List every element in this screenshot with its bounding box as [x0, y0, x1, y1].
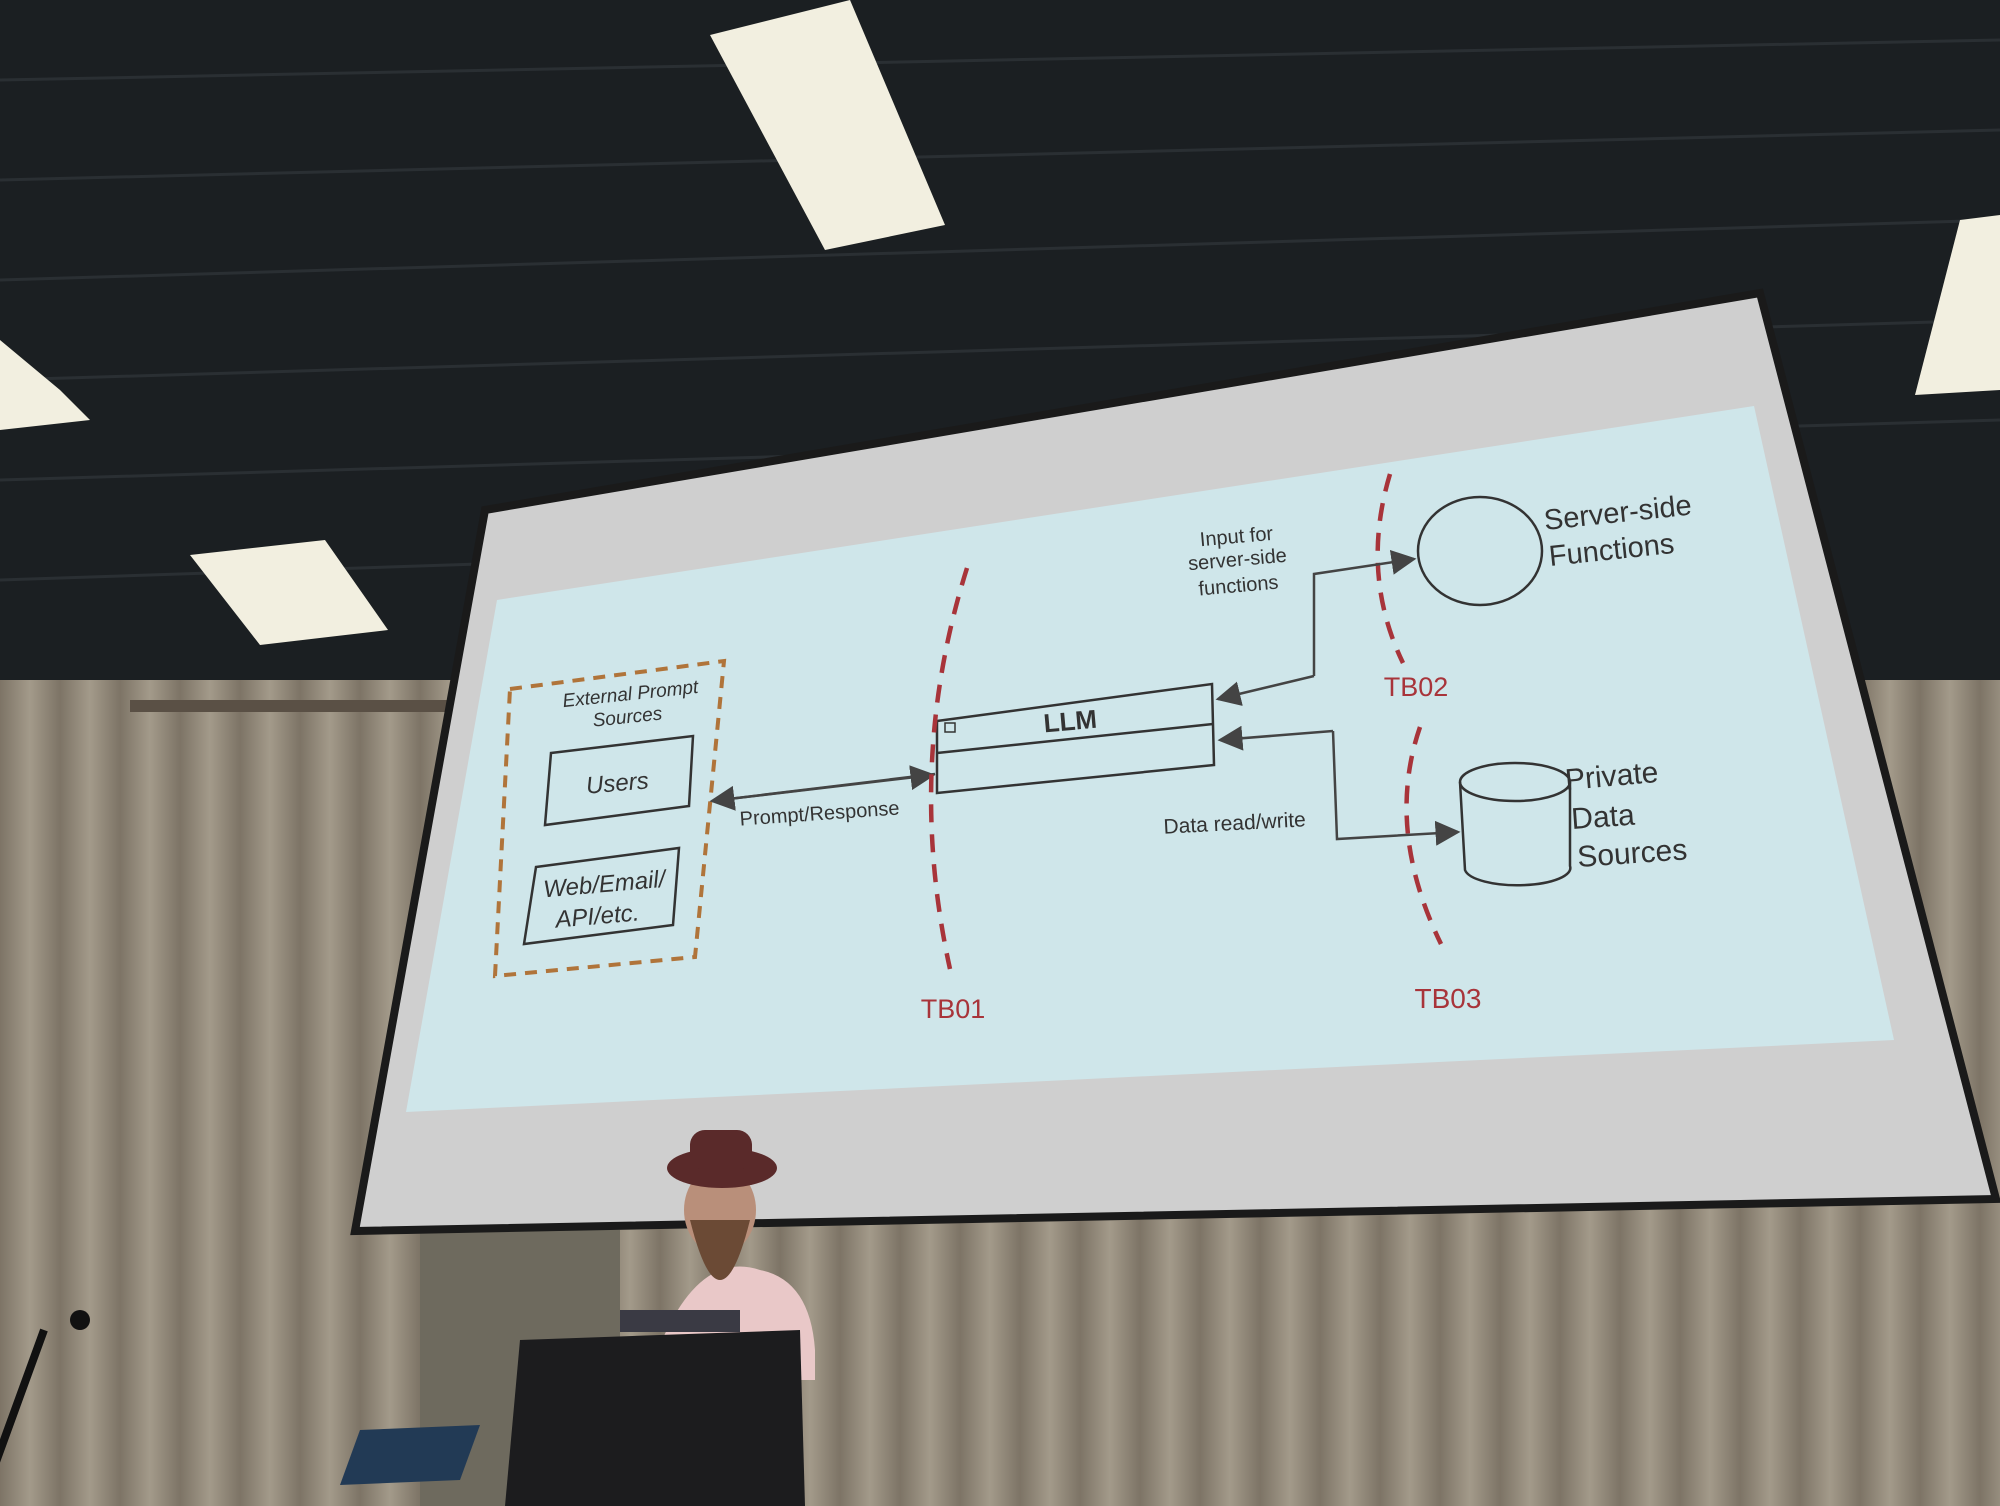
trust-boundary-tb03 [1404, 726, 1444, 945]
server-functions-return-arrow [1215, 674, 1315, 706]
llm-box [935, 682, 1216, 795]
collapse-icon [944, 722, 956, 733]
data-rw-arrow [1331, 730, 1461, 846]
trust-boundary-tb02 [1375, 473, 1406, 664]
ceiling-light [710, 0, 945, 250]
users-box [543, 734, 695, 827]
tb01-label: TB01 [921, 994, 986, 1024]
external-prompt-sources-group [492, 658, 727, 979]
microphone [70, 1310, 90, 1330]
server-functions-circle [1416, 495, 1544, 607]
private-data-label: Sources [1576, 833, 1688, 874]
laptop [620, 1310, 740, 1332]
users-label: Users [585, 767, 650, 799]
data-rw-return-arrow [1217, 725, 1334, 751]
tablet [340, 1425, 480, 1485]
ceiling-light [0, 340, 90, 430]
database-cylinder [1458, 761, 1572, 887]
web-email-api-box [522, 846, 681, 946]
tb02-label: TB02 [1384, 672, 1449, 702]
ceiling-slats [0, 38, 2000, 582]
podium [505, 1330, 805, 1506]
server-functions-arrow [1312, 549, 1417, 676]
curtain-rail [130, 700, 460, 712]
ceiling-light [1915, 215, 2000, 395]
llm-label: LLM [1042, 704, 1098, 739]
tb03-label: TB03 [1415, 983, 1482, 1014]
llm-divider [936, 722, 1214, 755]
slide [406, 406, 1894, 1112]
private-data-label: Data [1570, 799, 1636, 836]
prompt-response-arrow [719, 765, 936, 802]
microphone-stand [0, 1328, 48, 1497]
private-data-label: Private [1564, 756, 1660, 797]
ceiling-light [190, 540, 388, 645]
